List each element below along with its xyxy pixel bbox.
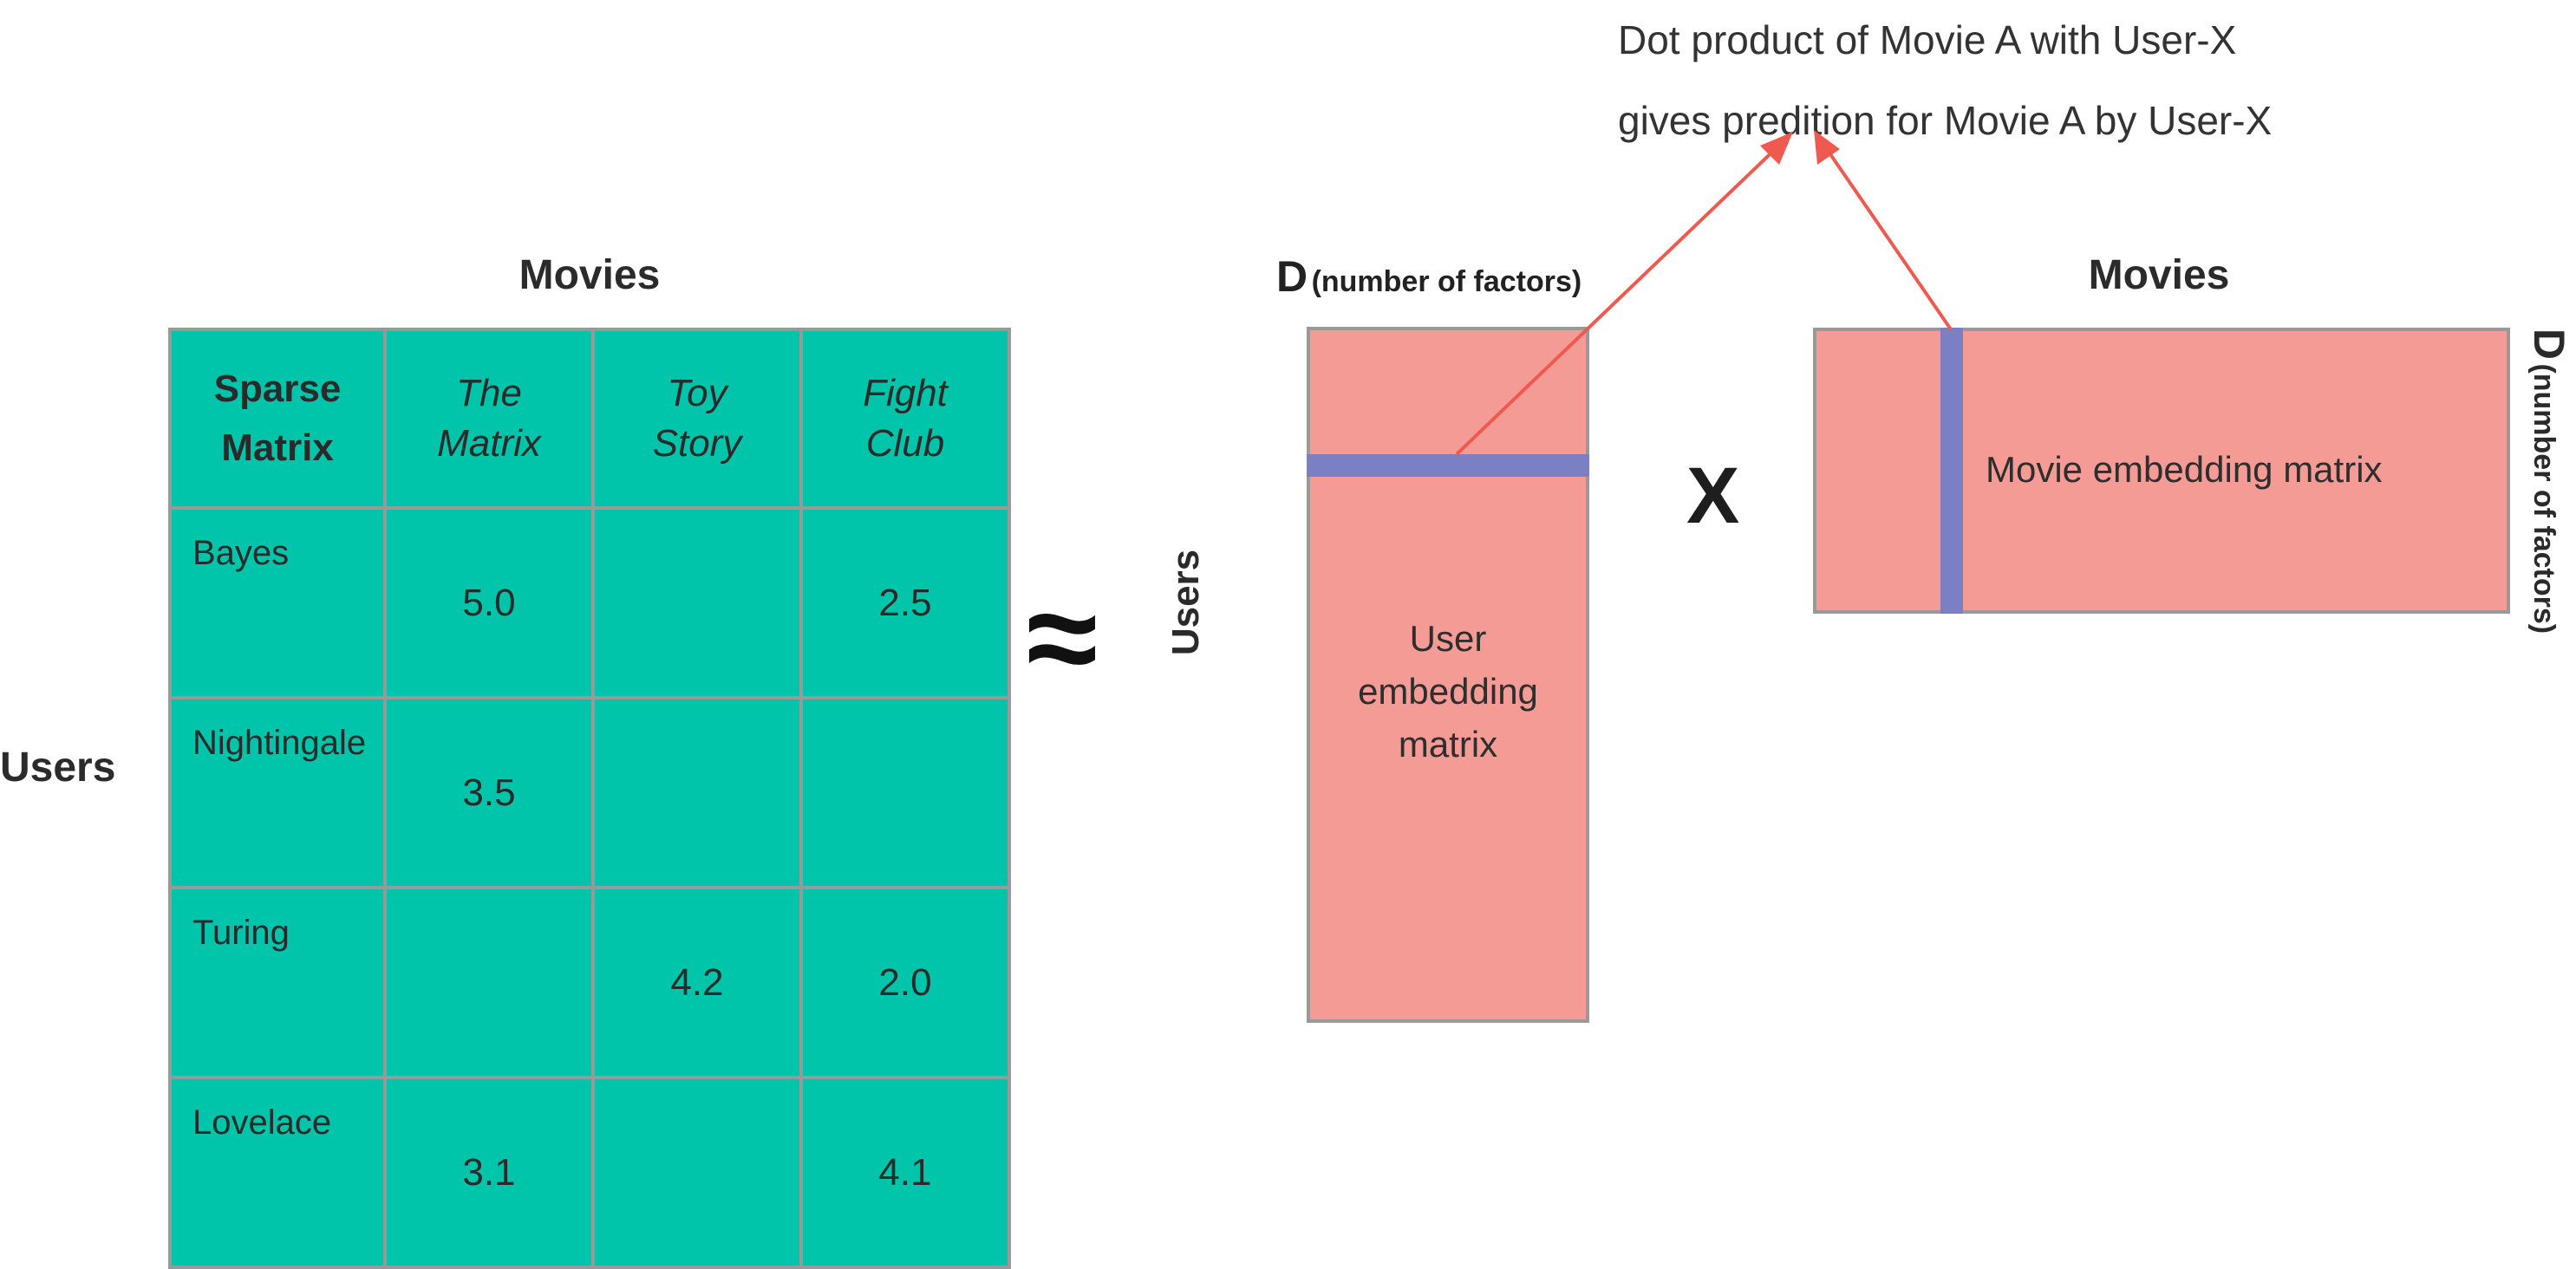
- factors-d-letter: D: [1276, 252, 1308, 301]
- users-axis-label-text: Users: [1164, 549, 1207, 656]
- rating-cell: 3.5: [383, 696, 595, 889]
- user-cell: Nightingale: [168, 696, 387, 889]
- user-name: Nightingale: [192, 724, 367, 762]
- factors-label-movie-text: D (number of factors): [2524, 329, 2574, 634]
- rating-cell: [591, 506, 803, 700]
- user-name: Bayes: [192, 534, 290, 572]
- table-row: Nightingale 3.5: [168, 696, 1011, 889]
- user-embedding-label: User embedding matrix: [1307, 612, 1589, 771]
- movie-embedding-matrix: [1813, 328, 2510, 614]
- multiply-symbol: X: [1686, 452, 1740, 540]
- factors-description: (number of factors): [1311, 265, 1582, 298]
- user-cell: Lovelace: [168, 1076, 387, 1269]
- user-embedding-label-line: embedding: [1358, 671, 1538, 712]
- rating-cell: 2.5: [799, 506, 1011, 700]
- rating-cell: [383, 886, 595, 1079]
- rating-cell: [591, 1076, 803, 1269]
- table-row: Bayes 5.0 2.5: [168, 506, 1011, 700]
- approx-symbol: ≈: [1026, 564, 1099, 710]
- users-axis-label-right: Users: [1160, 537, 1212, 667]
- factors-label-movie: D (number of factors): [2514, 308, 2576, 654]
- user-embedding-label-line: matrix: [1398, 724, 1498, 765]
- user-cell: Bayes: [168, 506, 387, 700]
- rating-cell: [799, 696, 1011, 889]
- user-cell: Turing: [168, 886, 387, 1079]
- user-vector-highlight: [1307, 454, 1589, 477]
- rating-cell: 4.1: [799, 1076, 1011, 1269]
- user-name: Lovelace: [192, 1103, 332, 1142]
- dot-product-caption: Dot product of Movie A with User-X gives…: [1618, 0, 2272, 161]
- factors-label-user: D (number of factors): [1276, 251, 1581, 302]
- rating-cell: 5.0: [383, 506, 595, 700]
- movies-axis-label-right: Movies: [2088, 252, 2230, 298]
- rating-cell: [591, 696, 803, 889]
- caption-line: gives predition for Movie A by User-X: [1618, 98, 2273, 143]
- factors-d-letter: D: [2525, 328, 2573, 360]
- factors-description: (number of factors): [2527, 363, 2560, 634]
- movie-vector-highlight: [1940, 328, 1963, 614]
- movie-embedding-label: Movie embedding matrix: [1986, 449, 2383, 490]
- caption-line: Dot product of Movie A with User-X: [1618, 17, 2237, 62]
- movies-axis-label-left: Movies: [518, 252, 661, 298]
- table-row: Turing 4.2 2.0: [168, 886, 1011, 1079]
- user-embedding-label-line: User: [1409, 618, 1487, 659]
- user-name: Turing: [192, 914, 290, 952]
- rating-cell: 3.1: [383, 1076, 595, 1269]
- rating-cell: 2.0: [799, 886, 1011, 1079]
- rating-cell: 4.2: [591, 886, 803, 1079]
- table-row: Lovelace 3.1 4.1: [168, 1076, 1011, 1269]
- users-axis-label-left: Users: [0, 745, 116, 791]
